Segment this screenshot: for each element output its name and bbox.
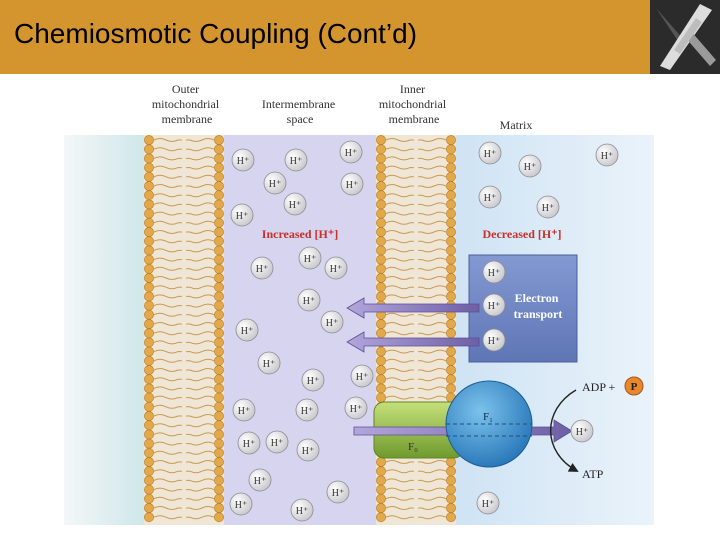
atp-label: ATP — [582, 467, 604, 481]
proton-ion: H⁺ — [291, 499, 313, 521]
svg-text:H⁺: H⁺ — [307, 376, 320, 387]
cytosol-region — [64, 135, 144, 525]
label-matrix: Matrix — [500, 118, 533, 132]
proton-ion: H⁺ — [233, 399, 255, 421]
proton-ion: H⁺ — [341, 173, 363, 195]
proton-ion: H⁺ — [477, 492, 499, 514]
proton-ion: H⁺ — [284, 193, 306, 215]
proton-ion: H⁺ — [351, 365, 373, 387]
label-inner-membrane: Inner mitochondrial membrane — [379, 82, 449, 126]
svg-text:H⁺: H⁺ — [488, 301, 501, 312]
svg-text:H⁺: H⁺ — [271, 438, 284, 449]
proton-ion: H⁺ — [483, 261, 505, 283]
proton-ion: H⁺ — [571, 420, 593, 442]
proton-ion: H⁺ — [264, 172, 286, 194]
f1-label: F₁ — [483, 411, 493, 423]
svg-text:H⁺: H⁺ — [330, 264, 343, 275]
svg-text:H⁺: H⁺ — [601, 151, 614, 162]
proton-ion: H⁺ — [258, 352, 280, 374]
proton-ion: H⁺ — [345, 397, 367, 419]
crossed-sticks-logo — [650, 0, 720, 74]
proton-ion: H⁺ — [285, 149, 307, 171]
svg-text:H⁺: H⁺ — [484, 149, 497, 160]
chemiosmosis-diagram: Outer mitochondrial membrane Intermembra… — [64, 80, 654, 525]
svg-text:H⁺: H⁺ — [304, 254, 317, 265]
svg-text:H⁺: H⁺ — [241, 326, 254, 337]
label-intermembrane-space: Intermembrane space — [262, 97, 338, 126]
proton-ion: H⁺ — [266, 431, 288, 453]
proton-ion: H⁺ — [483, 294, 505, 316]
svg-text:H⁺: H⁺ — [243, 439, 256, 450]
proton-ion: H⁺ — [249, 469, 271, 491]
proton-ion: H⁺ — [230, 493, 252, 515]
svg-text:H⁺: H⁺ — [332, 488, 345, 499]
svg-text:H⁺: H⁺ — [296, 506, 309, 517]
proton-ion: H⁺ — [479, 142, 501, 164]
proton-ion: H⁺ — [537, 196, 559, 218]
proton-ion: H⁺ — [298, 289, 320, 311]
proton-ion: H⁺ — [519, 155, 541, 177]
proton-ion: H⁺ — [340, 141, 362, 163]
svg-text:H⁺: H⁺ — [235, 500, 248, 511]
svg-text:H⁺: H⁺ — [256, 264, 269, 275]
svg-text:H⁺: H⁺ — [303, 296, 316, 307]
proton-ion: H⁺ — [251, 257, 273, 279]
svg-text:H⁺: H⁺ — [524, 162, 537, 173]
svg-text:H⁺: H⁺ — [290, 156, 303, 167]
svg-text:H⁺: H⁺ — [302, 446, 315, 457]
svg-text:H⁺: H⁺ — [488, 336, 501, 347]
svg-text:H⁺: H⁺ — [236, 211, 249, 222]
svg-text:H⁺: H⁺ — [346, 180, 359, 191]
svg-text:H⁺: H⁺ — [345, 148, 358, 159]
proton-ion: H⁺ — [483, 329, 505, 351]
svg-text:H⁺: H⁺ — [254, 476, 267, 487]
svg-text:H⁺: H⁺ — [356, 372, 369, 383]
proton-ion: H⁺ — [596, 144, 618, 166]
svg-text:H⁺: H⁺ — [350, 404, 363, 415]
proton-ion: H⁺ — [327, 481, 349, 503]
f0-label: F₀ — [408, 441, 418, 453]
svg-text:P: P — [631, 381, 638, 393]
label-outer-membrane: Outer mitochondrial membrane — [152, 82, 222, 126]
svg-text:H⁺: H⁺ — [237, 156, 250, 167]
proton-ion: H⁺ — [236, 319, 258, 341]
svg-text:H⁺: H⁺ — [576, 427, 589, 438]
svg-text:H⁺: H⁺ — [301, 406, 314, 417]
proton-ion: H⁺ — [296, 399, 318, 421]
svg-text:H⁺: H⁺ — [326, 318, 339, 329]
proton-ion: H⁺ — [325, 257, 347, 279]
proton-ion: H⁺ — [321, 311, 343, 333]
svg-text:H⁺: H⁺ — [482, 499, 495, 510]
decreased-h-label: Decreased [H⁺] — [482, 227, 561, 241]
proton-ion: H⁺ — [231, 204, 253, 226]
svg-text:H⁺: H⁺ — [263, 359, 276, 370]
increased-h-label: Increased [H⁺] — [262, 227, 338, 241]
proton-ion: H⁺ — [297, 439, 319, 461]
proton-ion: H⁺ — [299, 247, 321, 269]
adp-label: ADP + — [582, 380, 616, 394]
svg-text:H⁺: H⁺ — [484, 193, 497, 204]
proton-ion: H⁺ — [302, 369, 324, 391]
svg-text:H⁺: H⁺ — [269, 179, 282, 190]
svg-text:H⁺: H⁺ — [488, 268, 501, 279]
proton-ion: H⁺ — [479, 186, 501, 208]
svg-text:H⁺: H⁺ — [238, 406, 251, 417]
proton-ion: H⁺ — [238, 432, 260, 454]
svg-text:H⁺: H⁺ — [289, 200, 302, 211]
slide-title: Chemiosmotic Coupling (Cont’d) — [14, 18, 417, 50]
proton-ion: H⁺ — [232, 149, 254, 171]
svg-text:H⁺: H⁺ — [542, 203, 555, 214]
